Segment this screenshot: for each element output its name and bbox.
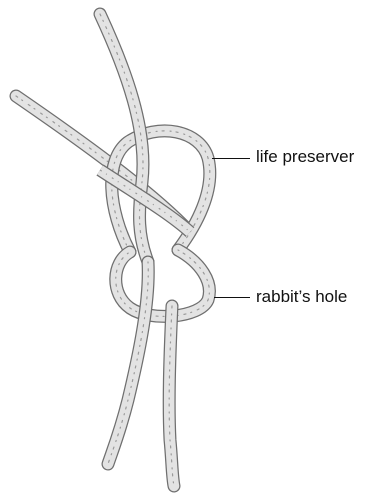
rabbits-hole-label: rabbit’s hole [256,287,347,307]
life-preserver-label: life preserver [256,147,354,167]
rope-tail-right [169,306,174,486]
rabbits-hole-loop [116,250,210,316]
rabbits-hole-leader-line [214,297,250,298]
life-preserver-leader-line [212,158,250,159]
